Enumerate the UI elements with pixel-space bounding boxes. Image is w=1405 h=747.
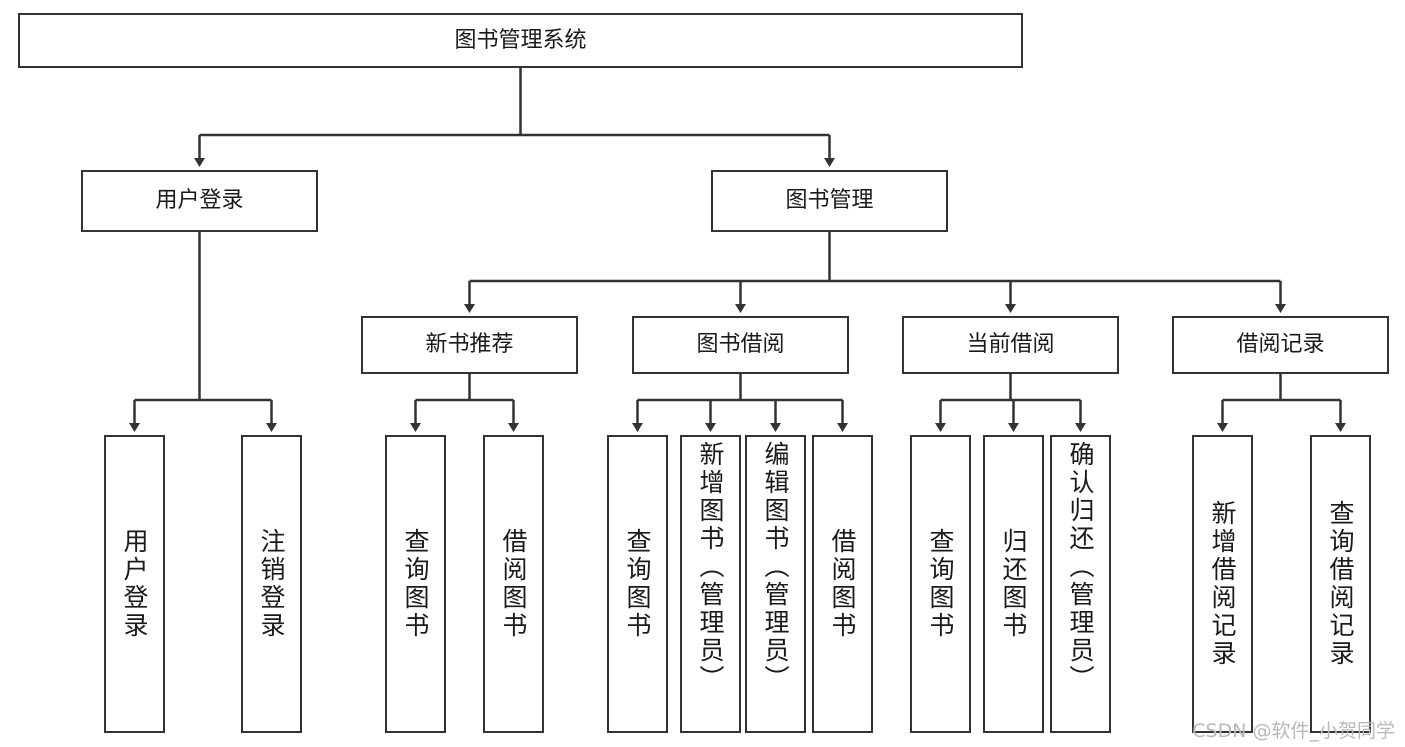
- node-l-q1[interactable]: 查询图书: [385, 435, 446, 733]
- node-label: 图书管理: [785, 188, 874, 214]
- node-label: 新增图书（管理员）: [696, 441, 725, 693]
- node-l-qrec[interactable]: 查询借阅记录: [1310, 435, 1371, 733]
- node-label: 查询图书: [623, 528, 652, 640]
- node-root[interactable]: 图书管理系统: [18, 13, 1023, 68]
- node-borrow[interactable]: 图书借阅: [632, 316, 849, 374]
- node-label: 当前借阅: [966, 332, 1055, 358]
- node-l-addrec[interactable]: 新增借阅记录: [1192, 435, 1253, 733]
- node-label: 借阅图书: [499, 528, 528, 640]
- node-label: 编辑图书（管理员）: [761, 441, 790, 693]
- node-l-logout[interactable]: 注销登录: [241, 435, 302, 733]
- node-newbook[interactable]: 新书推荐: [361, 316, 578, 374]
- node-records[interactable]: 借阅记录: [1172, 316, 1389, 374]
- node-l-add[interactable]: 新增图书（管理员）: [680, 435, 741, 733]
- node-l-login[interactable]: 用户登录: [104, 435, 165, 733]
- watermark-label: CSDN @软件_小贺同学: [1192, 720, 1395, 742]
- node-label: 确认归还（管理员）: [1066, 441, 1095, 693]
- node-l-conf[interactable]: 确认归还（管理员）: [1050, 435, 1111, 733]
- node-label: 借阅图书: [828, 528, 857, 640]
- node-label: 新增借阅记录: [1208, 500, 1237, 668]
- node-l-q3[interactable]: 查询图书: [910, 435, 971, 733]
- node-label: 图书管理系统: [454, 27, 587, 53]
- node-login[interactable]: 用户登录: [81, 170, 318, 232]
- node-l-b1[interactable]: 借阅图书: [483, 435, 544, 733]
- node-bookmgmt[interactable]: 图书管理: [711, 170, 948, 232]
- node-current[interactable]: 当前借阅: [902, 316, 1119, 374]
- node-label: 注销登录: [257, 528, 286, 640]
- node-l-q2[interactable]: 查询图书: [607, 435, 668, 733]
- node-label: 归还图书: [999, 528, 1028, 640]
- node-label: 查询图书: [401, 528, 430, 640]
- node-label: 用户登录: [155, 188, 244, 214]
- node-label: 图书借阅: [696, 332, 785, 358]
- node-label: 新书推荐: [425, 332, 514, 358]
- node-label: 查询图书: [926, 528, 955, 640]
- node-label: 查询借阅记录: [1326, 500, 1355, 668]
- node-l-edit[interactable]: 编辑图书（管理员）: [745, 435, 806, 733]
- node-l-b2[interactable]: 借阅图书: [812, 435, 873, 733]
- node-l-ret[interactable]: 归还图书: [983, 435, 1044, 733]
- node-label: 用户登录: [120, 528, 149, 640]
- node-label: 借阅记录: [1236, 332, 1325, 358]
